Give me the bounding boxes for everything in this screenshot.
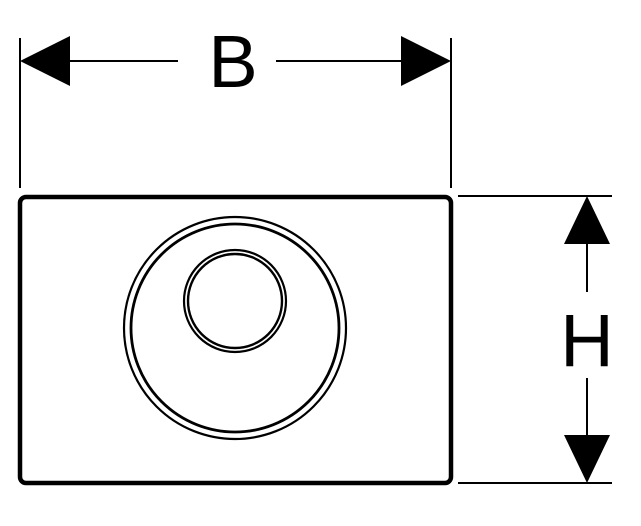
height-arrowhead-bottom [564, 435, 610, 483]
width-arrowhead-right [401, 36, 451, 86]
height-arrowhead-top [564, 196, 610, 244]
large-flush-button-inner-ring [129, 222, 341, 434]
height-label: H [560, 299, 613, 382]
flush-plate-outline [17, 194, 454, 486]
small-flush-button-outer-ring [182, 248, 288, 354]
width-arrowhead-left [20, 36, 70, 86]
small-flush-button-inner-ring [186, 252, 284, 350]
large-flush-button-outer-ring [122, 215, 348, 441]
width-label: B [208, 20, 257, 103]
